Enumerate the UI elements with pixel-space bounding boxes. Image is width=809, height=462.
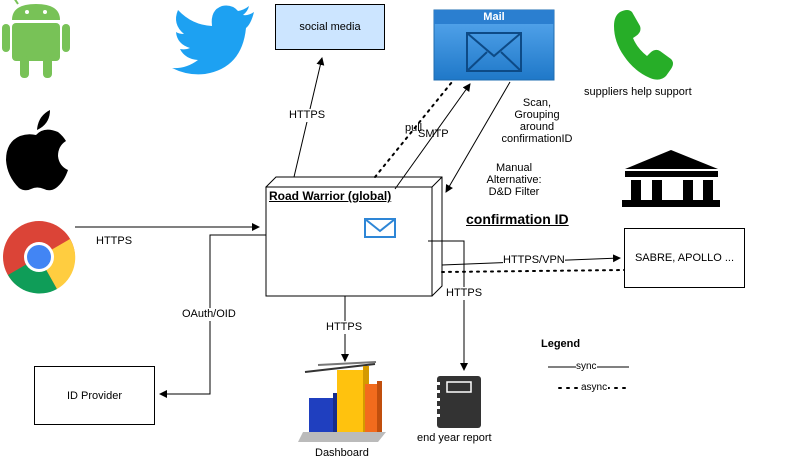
chrome-icon (3, 221, 76, 294)
end-year-report-label: end year report (417, 432, 492, 444)
legend-async-label: async (580, 382, 609, 393)
android-icon (2, 0, 70, 78)
mail-icon (433, 9, 555, 81)
https-report-label: HTTPS (446, 287, 483, 300)
smtp-label: SMTP (418, 128, 449, 140)
social-media-label: social media (299, 21, 361, 33)
social-media-node: social media (275, 4, 385, 50)
id-provider-label: ID Provider (66, 389, 123, 402)
https-chrome-label: HTTPS (96, 235, 133, 247)
sabre-node: SABRE, APOLLO ... (624, 228, 745, 288)
legend-title: Legend (541, 338, 581, 350)
dashboard-label: Dashboard (315, 447, 369, 459)
apple-icon (6, 110, 68, 191)
edge-smtp (394, 83, 471, 190)
https-vpn-label: HTTPS/VPN (503, 254, 565, 267)
notebook-icon (434, 376, 481, 428)
edge-pull (374, 81, 453, 178)
bank-icon (622, 150, 720, 207)
id-provider-node: ID Provider (34, 366, 155, 425)
road-warrior-box (265, 176, 443, 297)
https-social-label: HTTPS (289, 109, 326, 122)
pull-label: pull (405, 122, 423, 134)
twitter-icon (172, 5, 254, 75)
edge-report (428, 240, 468, 371)
phone-icon (614, 10, 673, 80)
sabre-label: SABRE, APOLLO ... (634, 252, 735, 264)
scan-label: Scan, Grouping around confirmationID (501, 97, 573, 145)
mail-title: Mail (483, 11, 505, 23)
oauth-label: OAuth/OID (182, 308, 236, 321)
dashboard-chart-icon (298, 361, 386, 442)
envelope-icon (364, 218, 396, 238)
manual-label: Manual Alternative: D&D Filter (486, 162, 542, 198)
road-warrior-title: Road Warrior (global) (269, 189, 392, 203)
legend-sync-label: sync (576, 361, 597, 372)
suppliers-label: suppliers help support (584, 86, 692, 98)
edge-async-vpn (441, 269, 625, 273)
confirmation-id-label: confirmation ID (466, 211, 569, 227)
https-dashboard-label: HTTPS (326, 321, 363, 334)
edge-scan (445, 81, 511, 193)
